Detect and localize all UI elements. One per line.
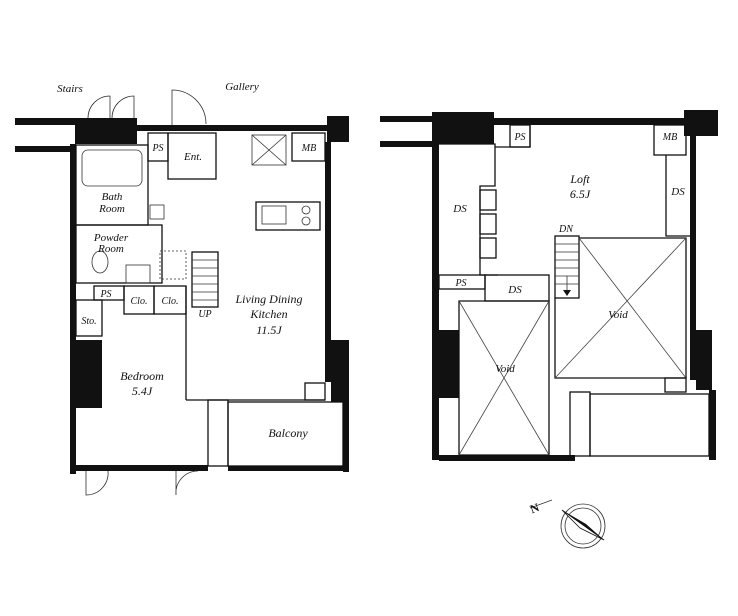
label-ds-3: DS bbox=[507, 284, 522, 296]
label-bath-1: Bath bbox=[102, 191, 123, 203]
label-entrance: Ent. bbox=[183, 151, 202, 163]
label-ldk-2: Kitchen bbox=[249, 307, 287, 321]
label-ldk-size: 11.5J bbox=[256, 323, 282, 337]
label-bedroom: Bedroom bbox=[120, 369, 164, 383]
label-ps-2: PS bbox=[99, 289, 111, 300]
label-ps-3: PS bbox=[513, 132, 525, 143]
void-right bbox=[554, 237, 687, 379]
lower-floor-plan bbox=[15, 89, 349, 496]
label-bedroom-size: 5.4J bbox=[132, 384, 153, 398]
label-mb-1: MB bbox=[301, 143, 316, 154]
label-closet-2: Clo. bbox=[162, 296, 179, 307]
label-powder-2: Room bbox=[97, 243, 124, 255]
label-mb-2: MB bbox=[662, 132, 677, 143]
stair-up bbox=[191, 251, 219, 308]
room-labels: Stairs Gallery PS Ent. MB Bath Room Powd… bbox=[57, 81, 685, 516]
label-bath-2: Room bbox=[98, 203, 125, 215]
label-gallery: Gallery bbox=[225, 81, 259, 93]
label-loft-size: 6.5J bbox=[570, 187, 591, 201]
label-storage: Sto. bbox=[81, 316, 96, 327]
void-left bbox=[458, 300, 550, 456]
label-powder-1: Powder bbox=[93, 232, 129, 244]
stair-down bbox=[554, 235, 580, 299]
label-ds-1: DS bbox=[452, 203, 467, 215]
label-dn: DN bbox=[558, 224, 574, 235]
label-ps-1: PS bbox=[151, 143, 163, 154]
label-up: UP bbox=[198, 309, 211, 320]
label-balcony: Balcony bbox=[268, 426, 308, 440]
loft-floor-plan bbox=[380, 110, 718, 461]
label-north: N bbox=[528, 500, 541, 516]
label-ds-2: DS bbox=[670, 186, 685, 198]
north-compass bbox=[529, 499, 606, 549]
label-stairs: Stairs bbox=[57, 83, 83, 95]
label-closet-1: Clo. bbox=[131, 296, 148, 307]
label-loft: Loft bbox=[569, 172, 590, 186]
label-ldk-1: Living Dining bbox=[234, 292, 302, 306]
label-ps-4: PS bbox=[454, 278, 466, 289]
label-void-1: Void bbox=[608, 309, 628, 321]
label-void-2: Void bbox=[495, 363, 515, 375]
